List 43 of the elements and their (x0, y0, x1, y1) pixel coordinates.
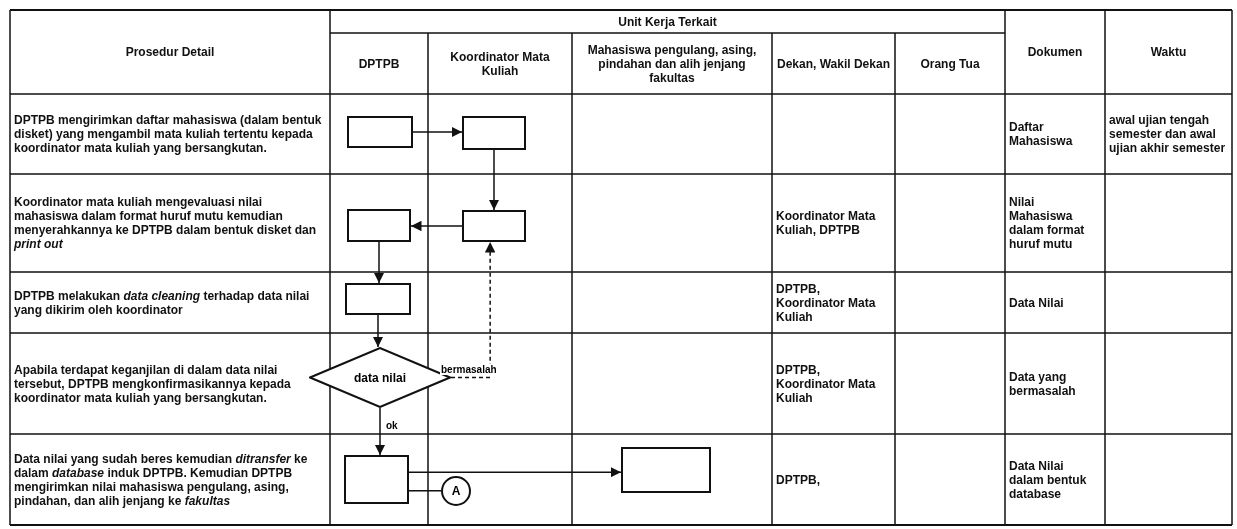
edge-label: bermasalah (440, 364, 498, 375)
process-box (347, 116, 413, 148)
column-header: Mahasiswa pengulang, asing, pindahan dan alih jenjang fakultas (586, 42, 758, 85)
arrow (408, 466, 622, 478)
time-text: awal ujian tengah semester dan awal ujian akhir semester (1109, 113, 1227, 155)
document-text: Nilai Mahasiswa dalam format huruf mutu (1009, 195, 1086, 251)
process-box (462, 116, 526, 150)
column-header: Prosedur Detail (124, 45, 216, 59)
process-box (462, 210, 526, 242)
column-header: Waktu (1149, 45, 1188, 59)
arrow (450, 241, 496, 379)
arrow (374, 407, 386, 456)
unit-text: DPTPB, Koordinator Mata Kuliah (776, 281, 877, 324)
document-text: Daftar Mahasiswa (1009, 120, 1074, 148)
arrow (410, 220, 463, 232)
document-text: Data Nilai dalam bentuk database (1009, 458, 1088, 501)
procedure-text: Data nilai yang sudah beres kemudian ditransfer ke dalam database induk DPTPB. Kemudian DPTPB mengirimkan nilai mahasiswa pengulang, asing, pindahan, dan alih jenjang ke fakultas (14, 451, 309, 508)
connector-line (408, 490, 442, 492)
process-box (345, 283, 411, 315)
unit-text: Koordinator Mata Kuliah, DPTPB (776, 209, 877, 237)
arrow (372, 314, 384, 348)
procedure-text: Apabila terdapat keganjilan di dalam data nilai tersebut, DPTPB mengkonfirmasikannya kepada koordinator mata kuliah yang bersangkutan. (14, 362, 292, 405)
unit-text: DPTPB, (776, 472, 821, 487)
column-header: DPTPB (357, 56, 401, 71)
process-box (347, 209, 411, 242)
process-box (344, 455, 409, 504)
column-header: Dokumen (1026, 45, 1084, 59)
column-header: Orang Tua (919, 56, 981, 71)
document-text: Data yang bermasalah (1009, 369, 1077, 398)
process-box (621, 447, 711, 493)
unit-text: DPTPB, Koordinator Mata Kuliah (776, 362, 877, 405)
arrow (488, 149, 500, 211)
edge-label: ok (385, 420, 399, 431)
procedure-text: DPTPB mengirimkan daftar mahasiswa (dalam bentuk disket) yang mengambil mata kuliah tertentu kepada koordinator mata kuliah yang bersangkutan. (14, 113, 323, 155)
procedure-text: Koordinator mata kuliah mengevaluasi nilai mahasiswa dalam format huruf mutu kemudian menyerahkannya ke DPTPB dalam bentuk disket dan print out (14, 195, 318, 251)
column-header: Dekan, Wakil Dekan (776, 56, 891, 71)
arrow (412, 126, 463, 138)
connector-circle: A (441, 476, 471, 506)
procedure-text: DPTPB melakukan data cleaning terhadap data nilai yang dikirim oleh koordinator (14, 288, 311, 317)
column-header: Unit Kerja Terkait (617, 14, 718, 29)
column-header: Koordinator Mata Kuliah (449, 49, 551, 78)
arrow (373, 241, 385, 284)
document-text: Data Nilai (1009, 295, 1065, 310)
